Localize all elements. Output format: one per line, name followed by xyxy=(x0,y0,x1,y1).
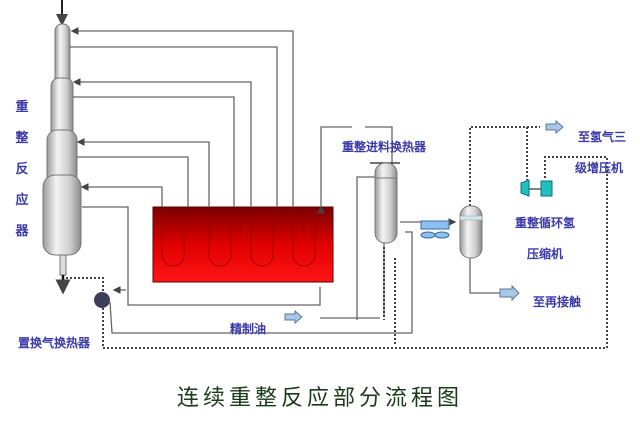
reactor-label-char: 应 xyxy=(15,193,29,208)
flow-arrows xyxy=(284,119,564,325)
recycle-compressor-label-1: 重整循环氢 xyxy=(515,216,576,230)
to-hydrogen-label-1: 至氢气三 xyxy=(578,130,627,144)
reactor-stack xyxy=(42,0,82,295)
recycle-compressor-label-2: 压缩机 xyxy=(527,247,564,261)
to-hydrogen-label-2: 级增压机 xyxy=(575,161,624,175)
arrow-refined-oil xyxy=(284,309,303,325)
air-cooler xyxy=(420,220,450,239)
reactor-label-char: 重 xyxy=(15,100,29,115)
diagram-title: 连续重整反应部分流程图 xyxy=(176,386,463,411)
separator xyxy=(459,205,483,259)
furnace xyxy=(152,206,334,283)
replacement-gas-exchanger-label: 置换气换热器 xyxy=(18,336,91,350)
arrow-to-hydrogen xyxy=(545,119,564,135)
arrow-to-recontact xyxy=(499,284,520,302)
to-recontact-label: 至再接触 xyxy=(533,295,582,309)
reactor-label-char: 反 xyxy=(15,162,29,177)
heater-box xyxy=(152,206,334,283)
refined-oil-label: 精制油 xyxy=(230,322,267,336)
reactor-outlet-pipe xyxy=(59,254,67,276)
replacement-gas-exchanger xyxy=(94,292,110,308)
reactor-label-char: 器 xyxy=(15,224,29,239)
reactor-section-2 xyxy=(50,77,74,139)
recycle-compressor xyxy=(520,179,553,197)
feed-exchanger-label: 重整进料换热器 xyxy=(342,140,427,154)
gas-lines xyxy=(66,126,608,349)
reactor-section-4 xyxy=(42,174,82,256)
feed-exchanger xyxy=(370,162,400,244)
reactor-label: 重 整 反 应 器 xyxy=(14,100,30,255)
reactor-label-char: 整 xyxy=(15,131,29,146)
process-lines xyxy=(70,27,500,334)
